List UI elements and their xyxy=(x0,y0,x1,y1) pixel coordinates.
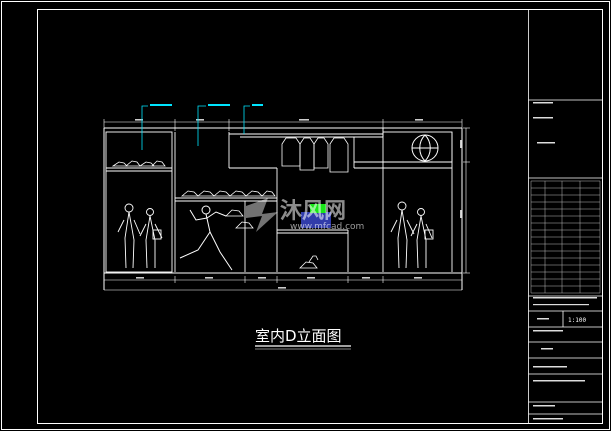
basketball-icon xyxy=(411,134,439,162)
title-block-text-marks xyxy=(533,102,597,420)
inner-border xyxy=(37,9,603,424)
bottom-dimension-marks xyxy=(136,277,422,289)
people-figures-left xyxy=(117,203,163,269)
center-display-box xyxy=(301,204,331,228)
wall-outline xyxy=(103,127,463,290)
right-dimension-marks xyxy=(460,140,462,218)
elevation-drawing xyxy=(103,104,470,291)
central-rack-section xyxy=(229,128,452,272)
right-cabinet xyxy=(354,131,453,272)
top-dimension-marks xyxy=(135,119,423,121)
scale-label: 1:100 xyxy=(568,317,586,324)
shoe-display-left xyxy=(111,160,166,167)
drawing-title: 室内D立面图 xyxy=(255,327,342,345)
annotation-leaders xyxy=(141,105,250,150)
top-dimension-line xyxy=(103,119,463,131)
left-cabinet xyxy=(105,131,173,273)
title-block-table xyxy=(530,180,601,294)
bottom-dimension-lines xyxy=(104,276,462,291)
shoe-display-bottom xyxy=(299,255,319,269)
middle-left-section xyxy=(174,132,278,272)
watermark-brand: 沐风网 xyxy=(280,199,346,224)
shoe-display-middle xyxy=(180,190,276,229)
watermark-logo-icon xyxy=(246,198,278,232)
annotation-texts xyxy=(150,104,263,106)
right-dimension-line xyxy=(463,127,470,274)
hanging-clothes xyxy=(281,137,349,173)
watermark: 沐风网 www.mfcad.com xyxy=(246,198,364,232)
basketball-player-figure xyxy=(179,205,233,271)
watermark-url: www.mfcad.com xyxy=(290,222,364,232)
people-figures-right xyxy=(390,201,434,269)
title-block xyxy=(528,9,602,424)
